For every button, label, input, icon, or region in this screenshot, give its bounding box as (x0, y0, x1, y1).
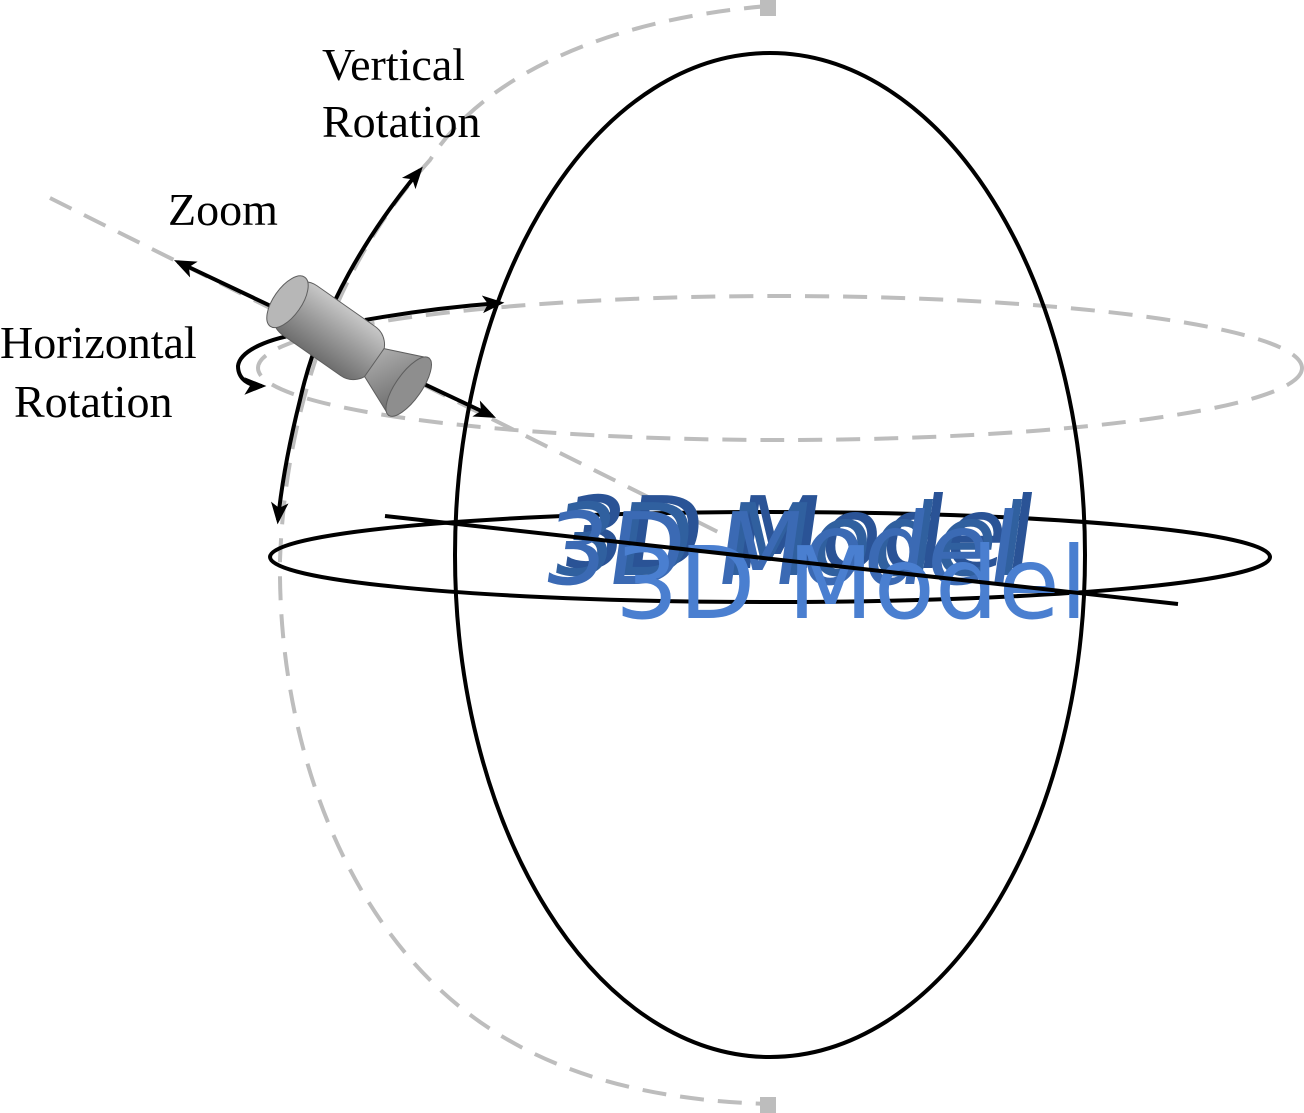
vertical-orbit-top-marker (760, 0, 776, 16)
model-text-extrusion: 3D Model (555, 475, 1044, 591)
vertical-orbit-dashed (277, 4, 769, 1106)
camera-lens-rim (385, 356, 432, 417)
horizontal-rotation-arrow (364, 295, 505, 322)
model-axis-line (384, 514, 1179, 606)
horizontal-rotation-label-line1: Horizontal (0, 317, 197, 368)
model-text-extrusion-near: 3D Model (537, 491, 1026, 607)
vertical-ellipse (453, 51, 1087, 1059)
zoom-arrow-out (174, 260, 276, 310)
model-text-front: 3D Model (615, 525, 1088, 642)
horizontal-rotation-label-line2: Rotation (14, 376, 172, 427)
vertical-rotation-arrow (270, 166, 423, 525)
horizontal-ellipse (268, 510, 1272, 604)
vertical-orbit-bottom-marker (760, 1097, 776, 1113)
camera-body-end (266, 275, 309, 329)
horizontal-orbit-dashed (256, 294, 1304, 442)
model-3d-text: 3D Model 3D Model 3D Model 3D Model (537, 475, 1088, 642)
zoom-label: Zoom (168, 184, 278, 235)
camera-icon (266, 275, 432, 417)
vertical-rotation-label-line1: Vertical (322, 39, 465, 90)
vertical-rotation-label-line2: Rotation (322, 96, 480, 147)
horizontal-rotation-curl (235, 331, 306, 395)
